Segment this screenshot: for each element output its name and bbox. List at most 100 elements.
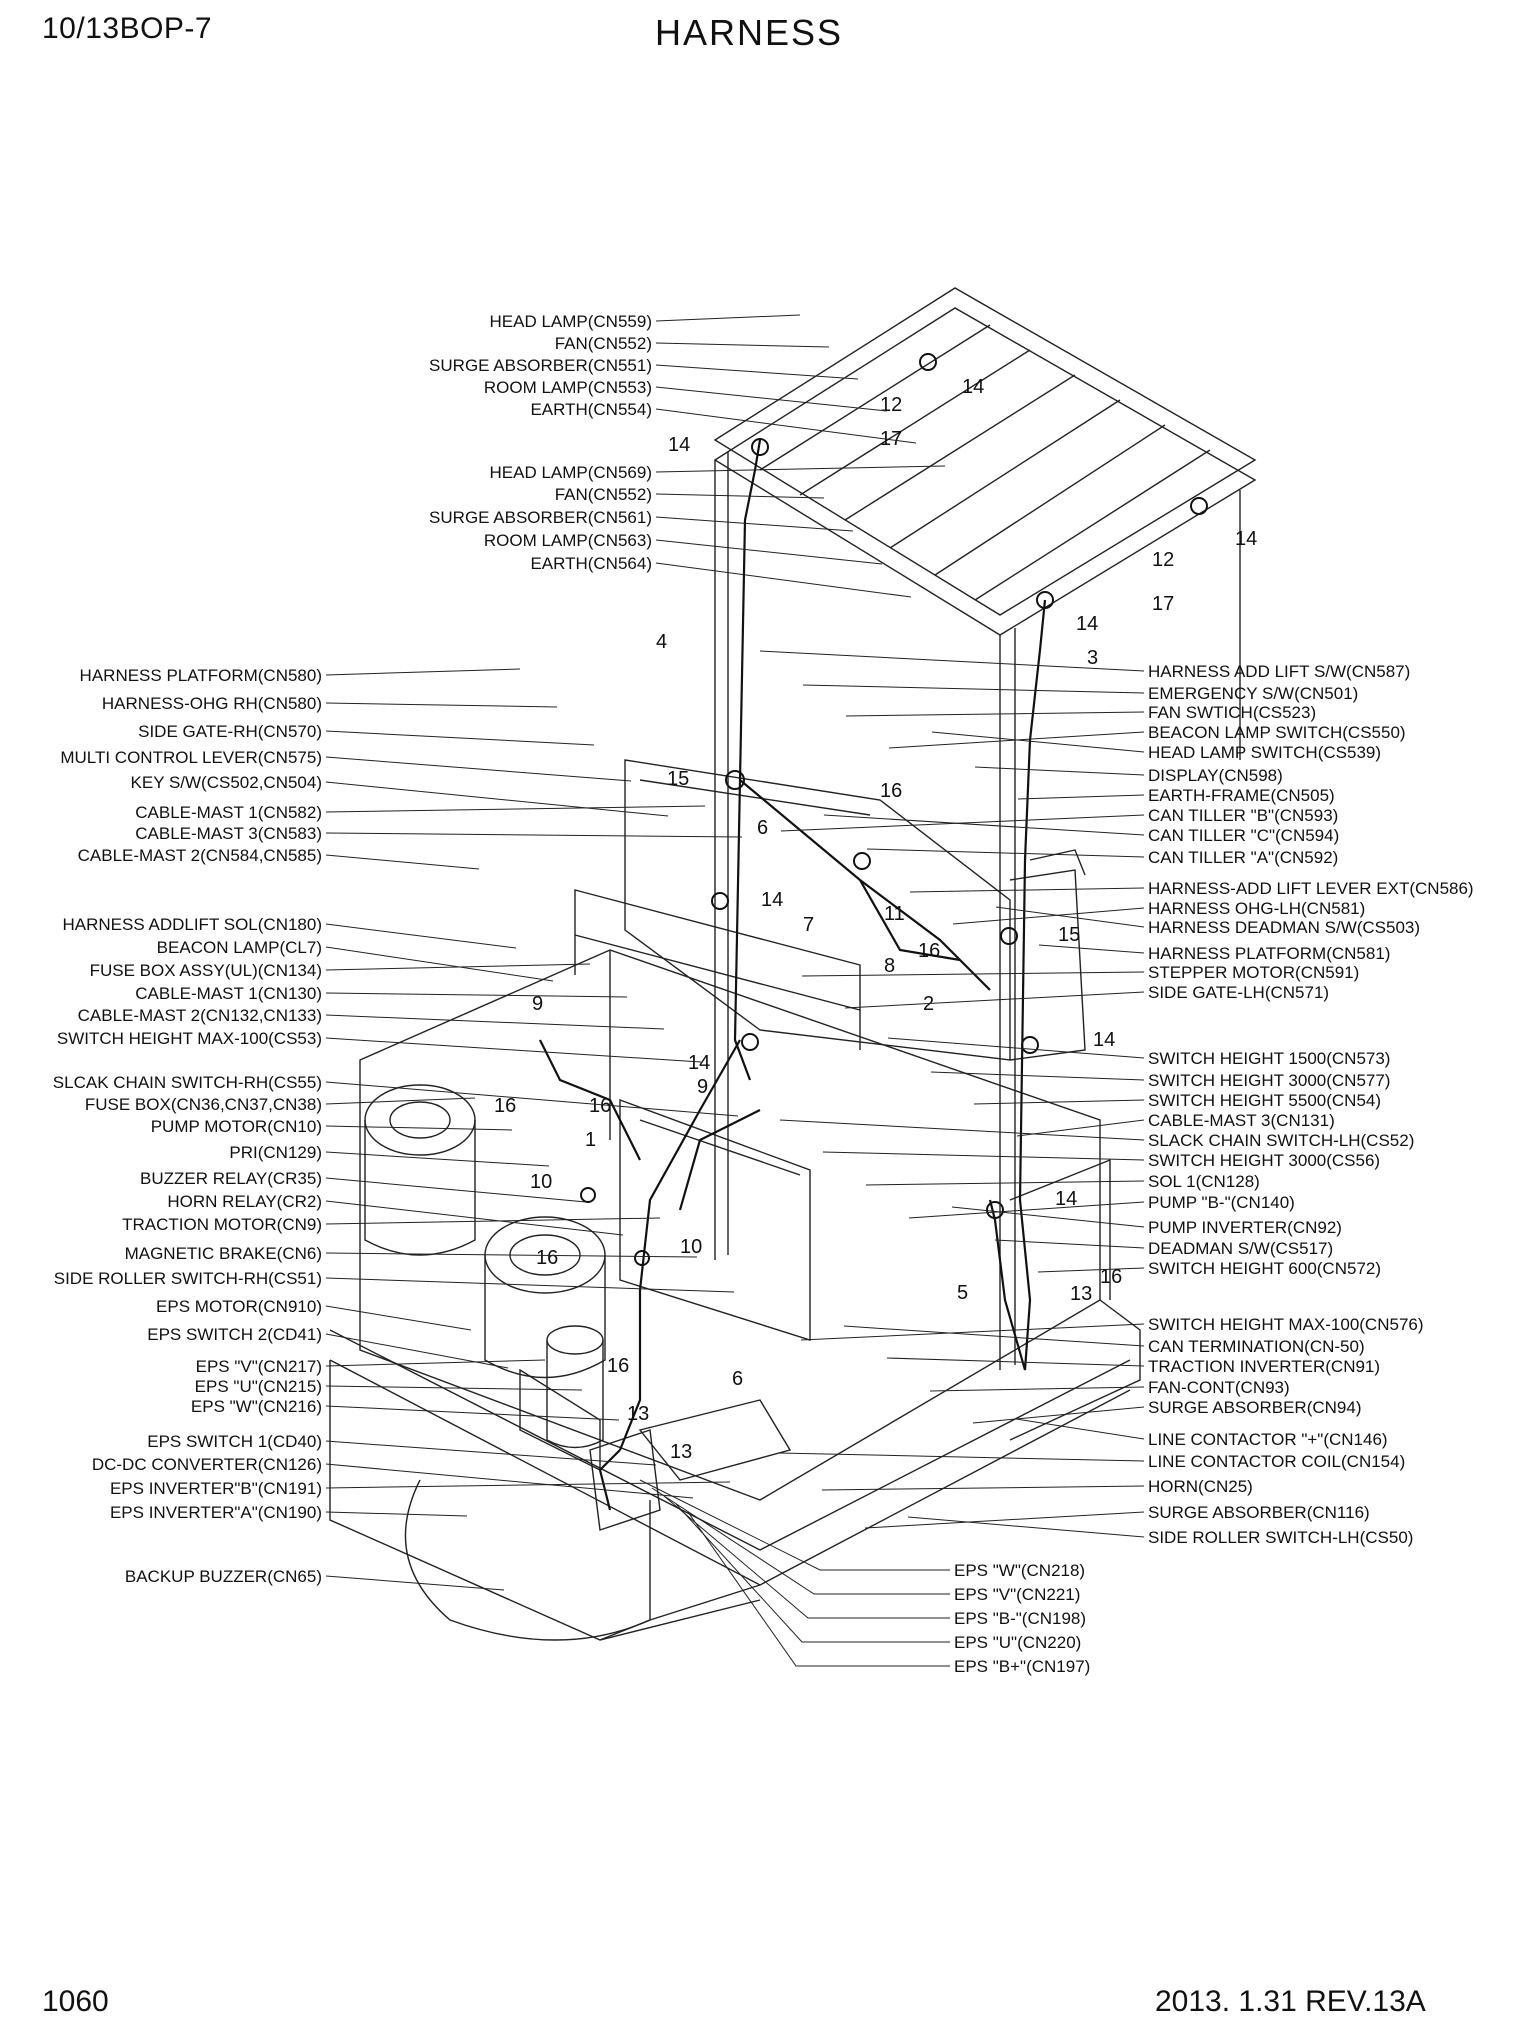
component-label: CABLE-MAST 3(CN583): [135, 824, 322, 843]
component-label: BACKUP BUZZER(CN65): [125, 1567, 322, 1586]
callout: 14: [688, 1052, 710, 1074]
component-label: EPS "W"(CN216): [191, 1397, 322, 1416]
leader-line: [325, 963, 591, 971]
component-label: TRACTION INVERTER(CN91): [1148, 1357, 1380, 1376]
leader-line: [325, 1037, 702, 1063]
leader-line: [778, 1452, 1145, 1462]
component-label: HARNESS-OHG RH(CN580): [102, 694, 322, 713]
component-label: BUZZER RELAY(CR35): [140, 1169, 322, 1188]
harness-clamps: [580, 353, 1208, 1266]
leader-line: [780, 814, 1145, 832]
leader-line: [800, 1323, 1145, 1341]
component-label: DC-DC CONVERTER(CN126): [92, 1455, 322, 1474]
leader-line: [779, 1119, 1145, 1141]
component-label: HORN(CN25): [1148, 1477, 1253, 1496]
leader-line: [325, 1440, 657, 1466]
component-label: FAN(CN552): [555, 334, 652, 353]
leader-line: [930, 1071, 1145, 1081]
callout: 15: [1058, 924, 1080, 946]
leader-line: [325, 1177, 587, 1203]
component-label: FAN SWTICH(CS523): [1148, 703, 1316, 722]
component-label: EPS "V"(CN217): [196, 1357, 322, 1376]
revision-date: 2013. 1.31 REV.13A: [1155, 1985, 1426, 2018]
leader-line: [325, 781, 669, 817]
leader-line: [1015, 1418, 1145, 1440]
component-label: FUSE BOX(CN36,CN37,CN38): [85, 1095, 322, 1114]
leader-line: [655, 364, 859, 380]
component-label: EPS MOTOR(CN910): [156, 1297, 322, 1316]
leader-line: [655, 408, 917, 444]
component-label: SIDE GATE-LH(CN571): [1148, 983, 1329, 1002]
component-label: CABLE-MAST 2(CN132,CN133): [78, 1006, 322, 1025]
component-label: HORN RELAY(CR2): [167, 1192, 322, 1211]
leader-line: [1038, 944, 1145, 954]
leader-line: [325, 1097, 476, 1105]
callout: 9: [532, 993, 543, 1015]
component-label: SLACK CHAIN SWITCH-LH(CS52): [1148, 1131, 1414, 1150]
component-label: CABLE-MAST 2(CN584,CN585): [78, 846, 322, 865]
callout: 16: [589, 1095, 611, 1117]
callout: 13: [627, 1403, 649, 1425]
leader-line: [929, 1386, 1145, 1392]
leader-lines-bottom: [639, 1479, 950, 1667]
leader-line: [655, 386, 888, 412]
leader-line: [908, 1201, 1145, 1219]
component-label: EPS INVERTER"B"(CN191): [110, 1479, 322, 1498]
component-label: KEY S/W(CS502,CN504): [131, 773, 322, 792]
callout: 1: [585, 1129, 596, 1151]
leader-line: [325, 992, 628, 998]
leader-line: [675, 1503, 950, 1643]
component-label: SURGE ABSORBER(CN561): [429, 508, 652, 527]
component-label: TRACTION MOTOR(CN9): [122, 1215, 322, 1234]
component-label: HARNESS-ADD LIFT LEVER EXT(CN586): [1148, 879, 1474, 898]
leader-line: [886, 1357, 1145, 1367]
component-label: STEPPER MOTOR(CN591): [1148, 963, 1359, 982]
callout: 8: [884, 955, 895, 977]
callout: 5: [957, 1282, 968, 1304]
callout: 14: [962, 376, 984, 398]
component-label: HARNESS DEADMAN S/W(CS503): [1148, 918, 1420, 937]
component-label: EPS "U"(CN215): [195, 1377, 322, 1396]
callout: 14: [761, 889, 783, 911]
leader-line: [974, 766, 1145, 776]
leader-line: [844, 991, 1145, 1009]
callout: 14: [1093, 1029, 1115, 1051]
component-label: SWITCH HEIGHT MAX-100(CS53): [57, 1029, 322, 1048]
component-label: EPS "V"(CN221): [954, 1585, 1080, 1604]
callout: 16: [880, 780, 902, 802]
leader-line: [759, 650, 1145, 672]
leader-line: [655, 562, 912, 598]
leader-line: [687, 1511, 950, 1667]
callout: 4: [656, 631, 667, 653]
model-code: 10/13BOP-7: [42, 12, 213, 45]
component-label: HEAD LAMP SWITCH(CS539): [1148, 743, 1381, 762]
component-label: LINE CONTACTOR "+"(CN146): [1148, 1430, 1388, 1449]
leader-line: [325, 1463, 694, 1499]
component-label: EPS INVERTER"A"(CN190): [110, 1503, 322, 1522]
component-label: HEAD LAMP(CN559): [490, 312, 653, 331]
callout: 9: [697, 1076, 708, 1098]
component-label: SLCAK CHAIN SWITCH-RH(CS55): [53, 1073, 322, 1092]
leader-line: [821, 1485, 1145, 1491]
component-label: EPS "W"(CN218): [954, 1561, 1085, 1580]
callout: 6: [732, 1368, 743, 1390]
leader-line: [325, 668, 521, 676]
leader-line: [823, 814, 1145, 836]
component-label: PRI(CN129): [229, 1143, 322, 1162]
leader-line: [972, 1406, 1145, 1424]
leader-line: [325, 1511, 468, 1517]
component-label: EMERGENCY S/W(CN501): [1148, 684, 1358, 703]
component-label: SWITCH HEIGHT 3000(CS56): [1148, 1151, 1380, 1170]
callout: 16: [1100, 1266, 1122, 1288]
component-label: HARNESS ADDLIFT SOL(CN180): [63, 915, 322, 934]
leader-line: [325, 1252, 698, 1258]
leader-line: [845, 711, 1145, 717]
leader-line: [866, 848, 1145, 858]
callout: 11: [884, 903, 905, 925]
callout: 16: [536, 1247, 558, 1269]
component-label: FUSE BOX ASSY(UL)(CN134): [90, 961, 322, 980]
leader-lines-right: [759, 650, 1145, 1538]
leader-line: [325, 1151, 550, 1167]
